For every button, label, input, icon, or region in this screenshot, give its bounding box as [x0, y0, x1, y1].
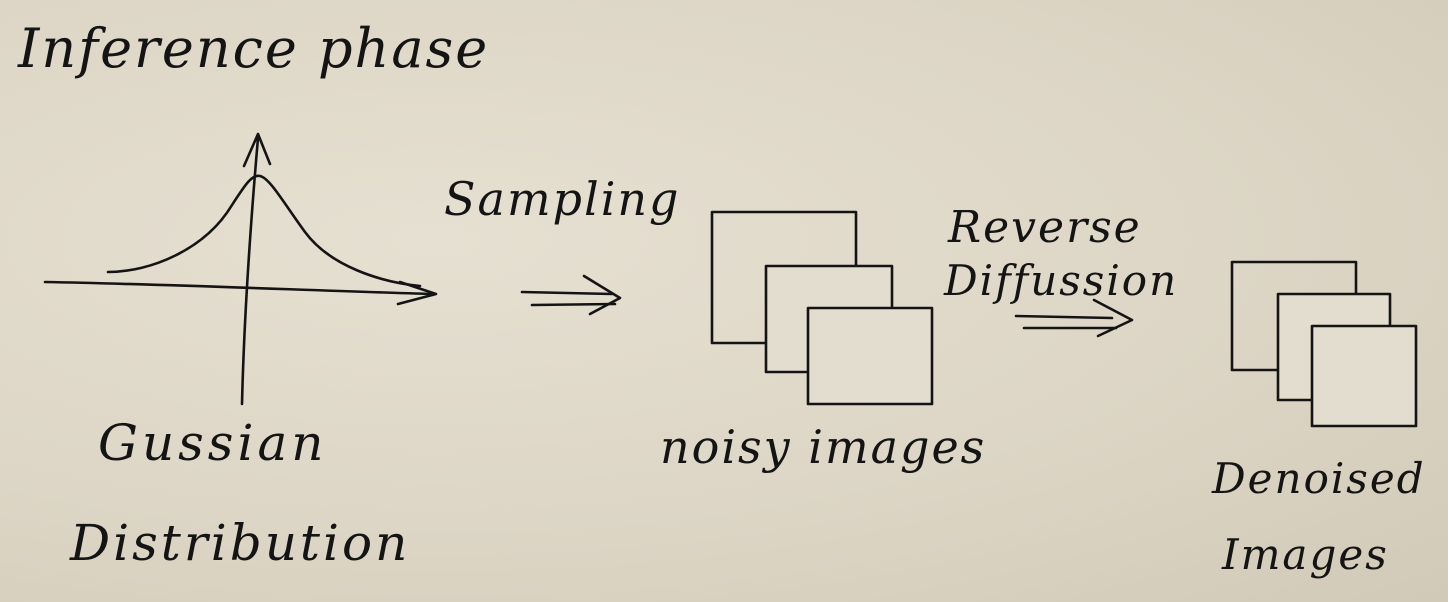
noisy-images-stack: [710, 210, 934, 406]
diagram-title: Inference phase: [18, 17, 490, 80]
sampling-label: Sampling: [444, 172, 681, 226]
reverse-diffusion-label-line1: Reverse: [948, 202, 1142, 253]
y-axis-arrowhead: [242, 132, 272, 168]
gaussian-curve: [106, 174, 422, 288]
x-axis: [43, 280, 434, 296]
noisy-images-label: noisy images: [660, 420, 987, 474]
sampling-arrow: [520, 274, 622, 316]
denoised-images-label-line2: Images: [1222, 530, 1389, 579]
gaussian-label-line1: Gussian: [98, 414, 328, 472]
y-axis: [240, 136, 260, 406]
reverse-diffusion-arrow: [1014, 298, 1134, 338]
gaussian-label-line2: Distribution: [70, 514, 411, 572]
denoised-images-label-line1: Denoised: [1212, 454, 1426, 503]
denoised-images-stack: [1230, 260, 1418, 428]
gaussian-axes: [43, 132, 438, 406]
reverse-diffusion-label-line2: Diffussion: [944, 256, 1179, 305]
